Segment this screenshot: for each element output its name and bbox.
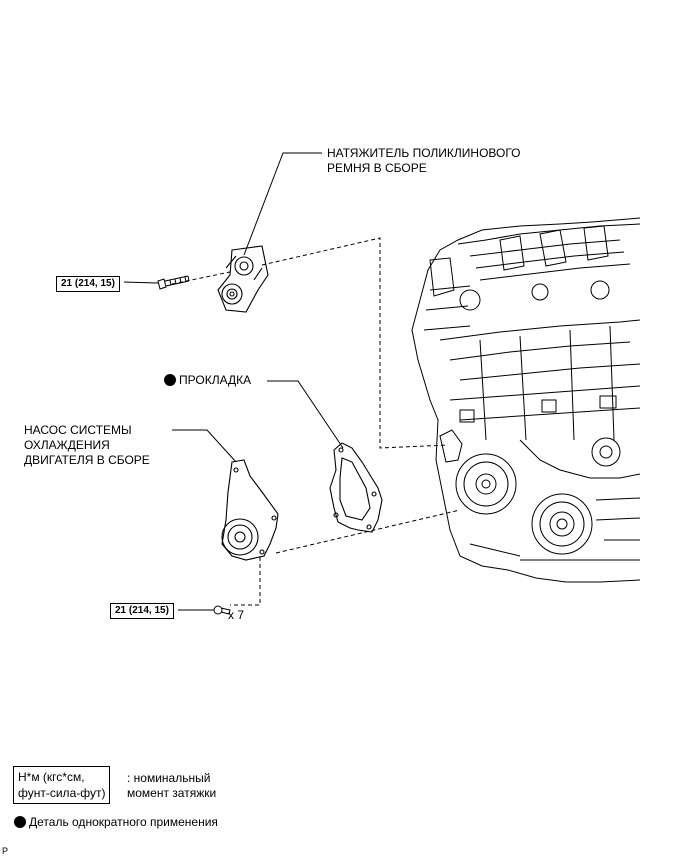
- corner-mark: P: [2, 846, 9, 856]
- gasket-shape: [329, 442, 383, 533]
- torque-spec-top: 21 (214, 15): [56, 276, 120, 292]
- single-use-legend: Деталь однократного применения: [14, 815, 218, 830]
- pump-label-line2: ОХЛАЖДЕНИЯ: [24, 438, 110, 452]
- pump-label-line1: НАСОС СИСТЕМЫ: [24, 423, 132, 437]
- torque-spec-bottom: 21 (214, 15): [110, 603, 174, 619]
- gasket-label: ПРОКЛАДКА: [164, 373, 251, 388]
- pump-label: НАСОС СИСТЕМЫ ОХЛАЖДЕНИЯ ДВИГАТЕЛЯ В СБО…: [24, 423, 150, 468]
- nominal-line2: момент затяжки: [127, 786, 217, 800]
- torque-units-box: Н*м (кгс*см, фунт-сила-фут): [13, 766, 111, 804]
- bolt-quantity: x 7: [228, 608, 245, 622]
- tensioner-label-line1: НАТЯЖИТЕЛЬ ПОЛИКЛИНОВОГО: [327, 146, 521, 160]
- units-line2: фунт-сила-фут): [18, 786, 106, 800]
- tensioner-label: НАТЯЖИТЕЛЬ ПОЛИКЛИНОВОГО РЕМНЯ В СБОРЕ: [327, 146, 521, 176]
- tensioner-assembly: [217, 245, 269, 313]
- single-use-text: Деталь однократного применения: [29, 815, 218, 829]
- pump-leader: [172, 429, 237, 463]
- torque-top-connector: [123, 281, 159, 284]
- tensioner-bolt: [157, 275, 190, 290]
- single-use-legend-dot-icon: [14, 816, 26, 828]
- tensioner-label-line2: РЕМНЯ В СБОРЕ: [327, 161, 427, 175]
- engine-block: [411, 217, 641, 583]
- nominal-torque-note: : номинальный момент затяжки: [127, 771, 216, 801]
- alignment-lines: [171, 237, 461, 606]
- pump-label-line3: ДВИГАТЕЛЯ В СБОРЕ: [24, 453, 150, 467]
- tensioner-leader: [243, 152, 322, 256]
- single-use-dot-icon: [164, 374, 176, 386]
- gasket-leader: [267, 380, 344, 449]
- gasket-label-text: ПРОКЛАДКА: [179, 373, 252, 387]
- water-pump: [221, 459, 279, 561]
- units-line1: Н*м (кгс*см,: [18, 770, 85, 784]
- nominal-line1: : номинальный: [127, 771, 211, 785]
